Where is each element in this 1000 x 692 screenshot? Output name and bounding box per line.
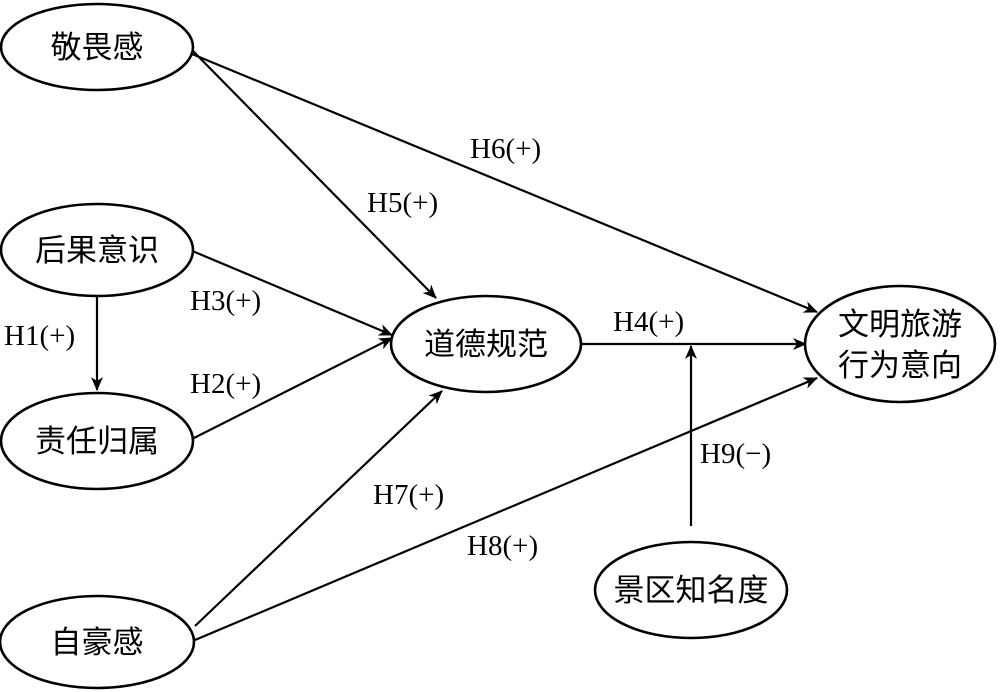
edge-label-h5: H5(+)	[367, 187, 438, 219]
edge-label-h6: H6(+)	[470, 133, 541, 165]
node-awe-label: 敬畏感	[51, 30, 144, 66]
node-pride-label: 自豪感	[51, 625, 144, 661]
node-civilized-intention: 文明旅游 行为意向	[803, 284, 997, 404]
node-civilized-intention-label-line2: 行为意向	[838, 348, 962, 384]
edge-label-h8: H8(+)	[467, 530, 538, 562]
edge-h6-line	[191, 52, 818, 314]
edge-h7-line	[194, 390, 443, 627]
node-consequence-awareness-label: 后果意识	[35, 233, 159, 269]
node-responsibility-attribution-label: 责任归属	[35, 424, 159, 460]
node-consequence-awareness: 后果意识	[0, 202, 195, 298]
edge-h2-line	[189, 337, 393, 441]
edge-label-h9: H9(−)	[700, 438, 771, 470]
edge-h5-line	[191, 49, 437, 299]
node-moral-norm: 道德规范	[389, 294, 583, 394]
edges	[91, 49, 818, 642]
edge-h8-line	[194, 376, 818, 642]
node-scenic-fame: 景区知名度	[593, 540, 789, 640]
node-moral-norm-label: 道德规范	[424, 327, 548, 363]
edge-labels: H1(+) H2(+) H3(+) H4(+) H5(+) H6(+) H7(+…	[4, 133, 771, 562]
node-awe: 敬畏感	[0, 2, 195, 92]
edge-label-h1: H1(+)	[4, 320, 75, 352]
edge-label-h2: H2(+)	[190, 368, 261, 400]
edge-label-h3: H3(+)	[190, 285, 261, 317]
edge-label-h7: H7(+)	[373, 479, 444, 511]
edge-h3-line	[189, 248, 393, 337]
node-responsibility-attribution: 责任归属	[0, 391, 195, 491]
edge-label-h4: H4(+)	[613, 306, 684, 338]
node-scenic-fame-label: 景区知名度	[614, 573, 769, 609]
node-civilized-intention-label-line1: 文明旅游	[838, 307, 962, 343]
node-pride: 自豪感	[0, 594, 196, 690]
